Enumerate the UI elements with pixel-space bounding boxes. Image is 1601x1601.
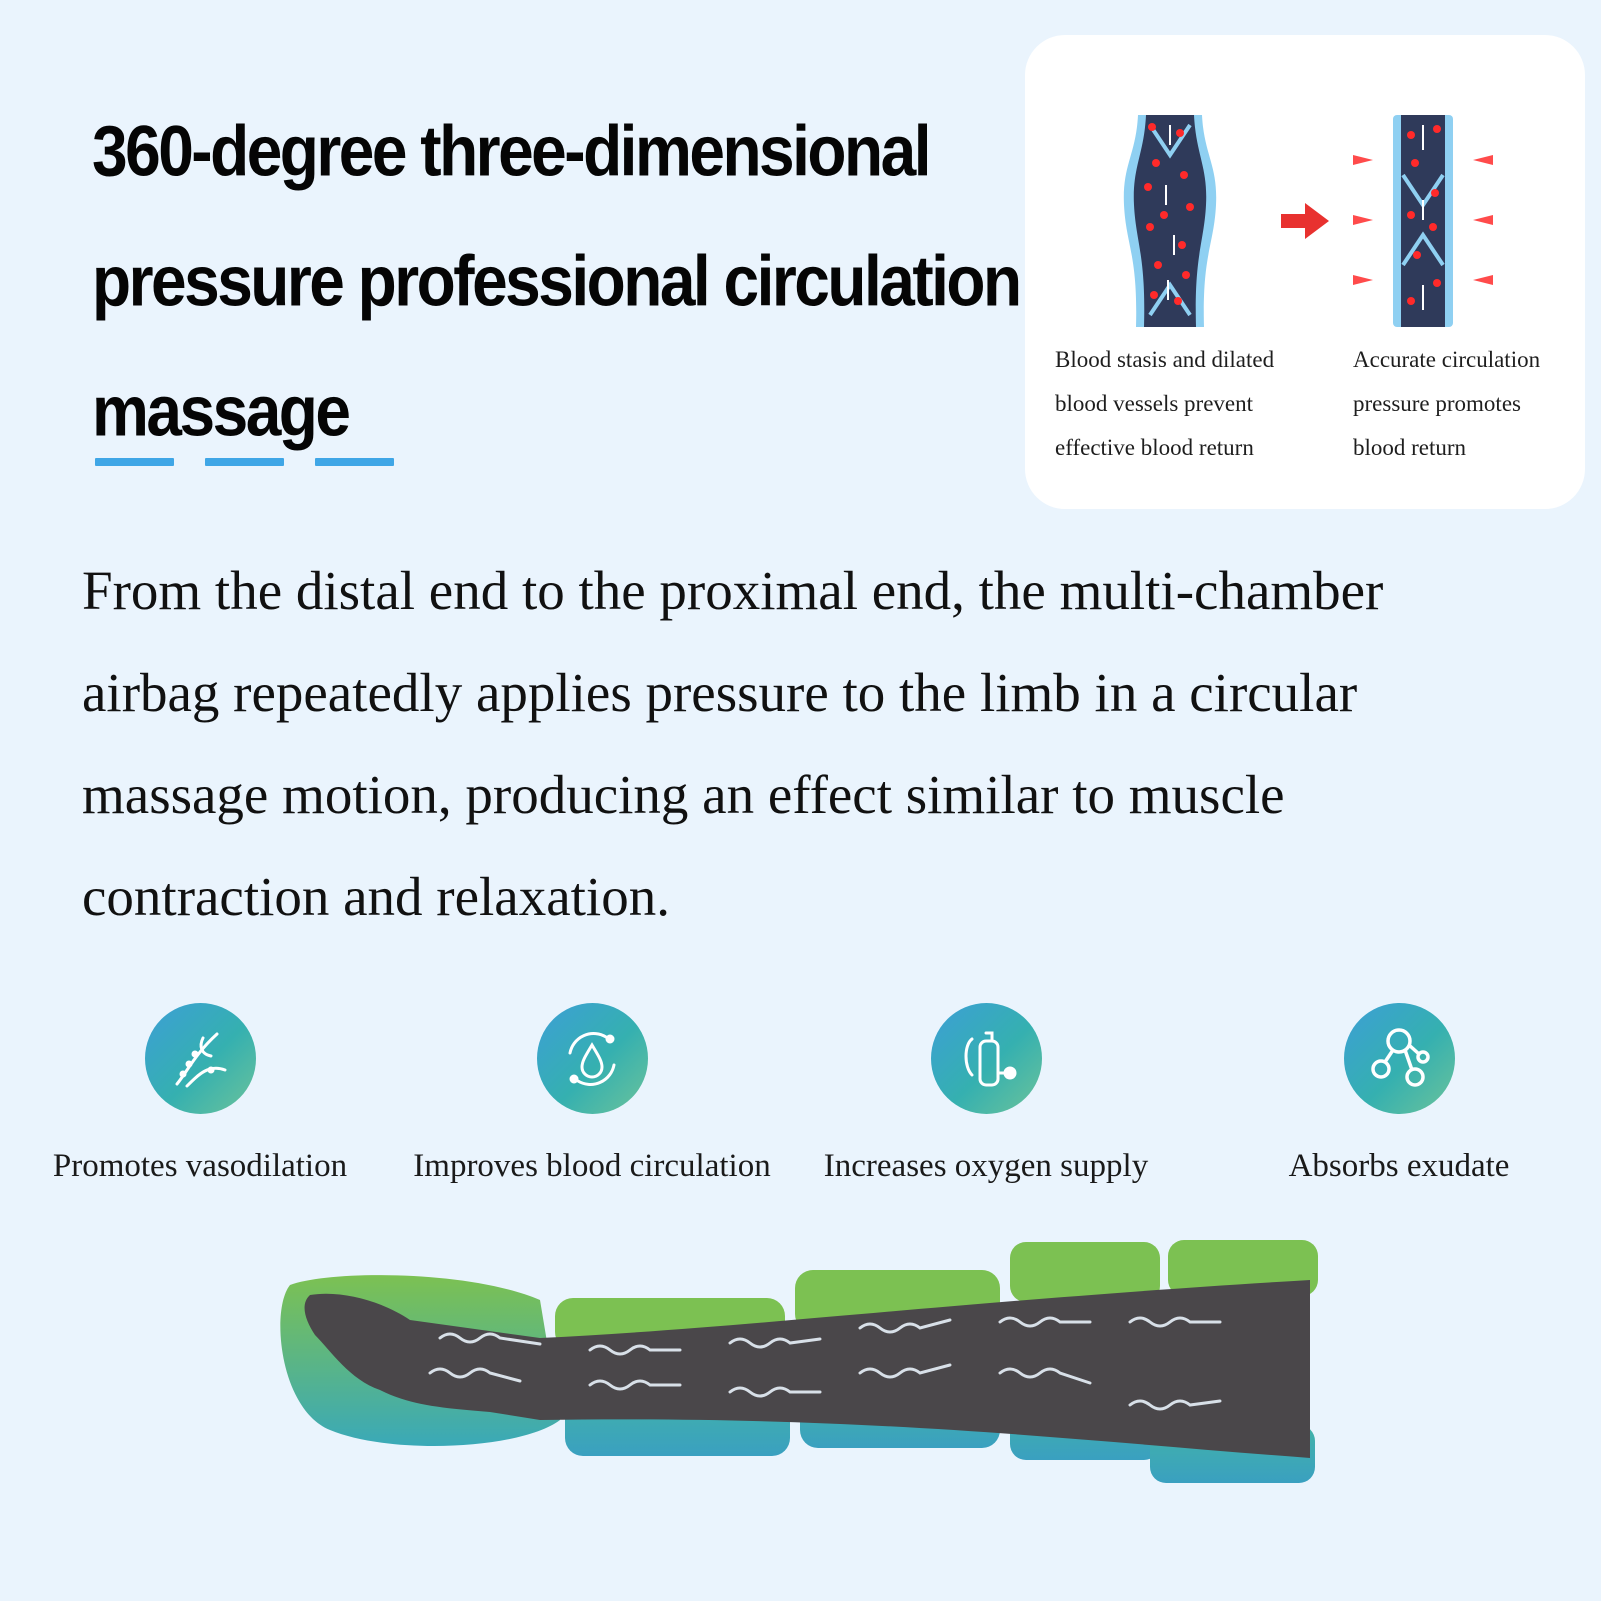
after-caption-line: Accurate circulation	[1353, 347, 1541, 372]
after-caption-line: blood return	[1353, 435, 1467, 460]
after-caption: Accurate circulation pressure promotes b…	[1353, 338, 1601, 470]
description-line: massage motion, producing an effect simi…	[82, 764, 1285, 825]
right-arrow-icon	[1281, 203, 1329, 239]
vasodilation-icon	[144, 1003, 256, 1114]
headline: 360-degree three-dimensional pressure pr…	[92, 86, 1022, 476]
headline-line-1: 360-degree three-dimensional	[92, 110, 931, 192]
benefit-oxygen: Increases oxygen supply	[786, 1003, 1186, 1185]
before-caption-line: effective blood return	[1055, 435, 1254, 460]
benefit-circulation: Improves blood circulation	[392, 1003, 792, 1185]
description-paragraph: From the distal end to the proximal end,…	[82, 540, 1562, 948]
dash-divider	[205, 458, 284, 466]
healthy-vessel-illustration	[1353, 115, 1493, 327]
benefit-label: Promotes vasodilation	[52, 1148, 348, 1184]
dilated-vessel-illustration	[1123, 115, 1217, 327]
description-line: airbag repeatedly applies pressure to th…	[82, 662, 1358, 723]
description-line: From the distal end to the proximal end,…	[82, 560, 1384, 621]
comparison-card: Blood stasis and dilated blood vessels p…	[1025, 35, 1585, 509]
benefit-label: Improves blood circulation	[413, 1148, 771, 1184]
dash-divider	[315, 458, 394, 466]
benefit-exudate: Absorbs exudate	[1199, 1003, 1599, 1185]
before-caption-line: Blood stasis and dilated	[1055, 347, 1275, 372]
before-caption: Blood stasis and dilated blood vessels p…	[1055, 338, 1305, 470]
headline-line-3: massage	[92, 370, 351, 452]
dash-divider	[95, 458, 174, 466]
benefit-vasodilation: Promotes vasodilation	[0, 1003, 400, 1185]
oxygen-tank-icon	[930, 1003, 1042, 1114]
headline-line-2: pressure professional circulation	[92, 240, 1022, 322]
molecule-icon	[1343, 1003, 1455, 1114]
leg-compression-illustration	[280, 1240, 1318, 1483]
benefit-label: Increases oxygen supply	[823, 1148, 1149, 1184]
circulation-drop-icon	[536, 1003, 648, 1114]
after-caption-line: pressure promotes	[1353, 391, 1521, 416]
benefit-label: Absorbs exudate	[1288, 1148, 1510, 1184]
description-line: contraction and relaxation.	[82, 866, 670, 927]
before-caption-line: blood vessels prevent	[1055, 391, 1254, 416]
